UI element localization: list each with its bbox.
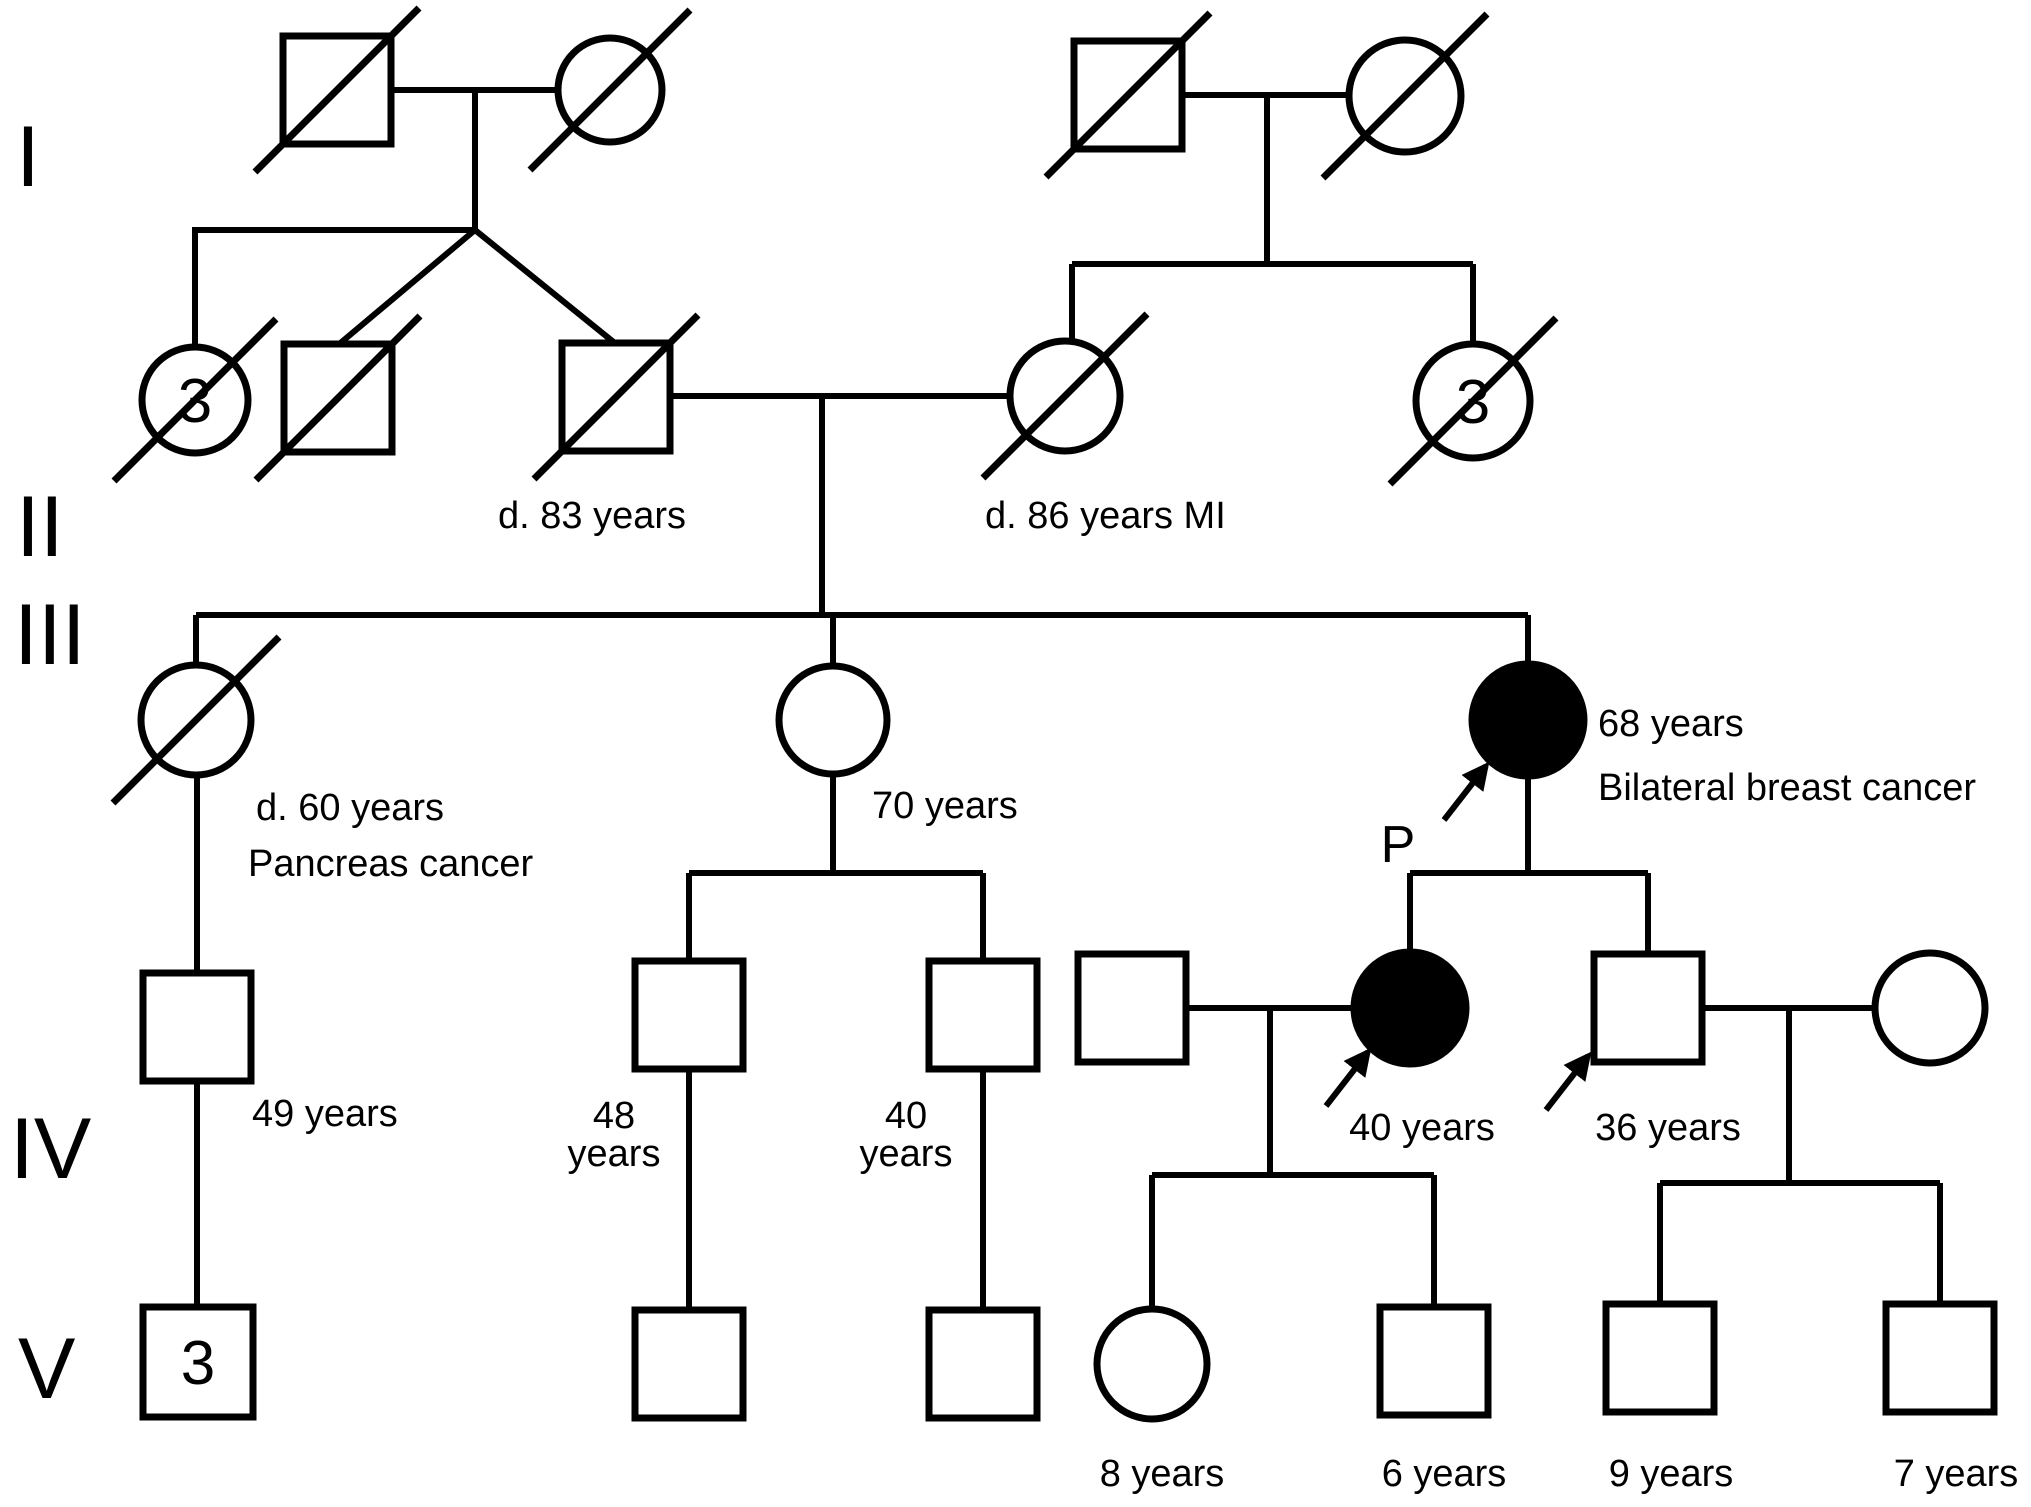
- individual-V-7: 7 years: [1882, 1300, 2019, 1495]
- proband-label: P: [1381, 816, 1416, 874]
- individual-II-3: d. 83 years: [498, 312, 701, 537]
- individual-IV-7: [1871, 949, 1989, 1067]
- individual-IV-6: 36 years: [1543, 950, 1741, 1149]
- age-annotation: 7 years: [1894, 1453, 2019, 1495]
- individual-V-2: [631, 1306, 747, 1422]
- age-annotation: 68 years: [1598, 703, 1744, 745]
- generation-label-V: V: [18, 1321, 75, 1417]
- male-symbol: [1602, 1300, 1718, 1416]
- male-symbol: [1590, 950, 1706, 1066]
- age-annotation: d. 83 years: [498, 495, 686, 537]
- individual-IV-2: 48 years: [568, 957, 747, 1175]
- age-annotation: d. 60 years: [256, 787, 444, 829]
- descent-diagonal-II2: [336, 227, 477, 348]
- individual-V-5: 6 years: [1376, 1303, 1507, 1495]
- deceased-slash: [1320, 11, 1490, 181]
- age-annotation: 70 years: [872, 785, 1018, 827]
- age-annotation-line2: years: [568, 1133, 661, 1175]
- female-symbol: [1093, 1305, 1211, 1423]
- individual-III-3: P 68 years Bilateral breast cancer: [1381, 660, 1976, 874]
- deceased-slash: [111, 316, 279, 484]
- individual-I-3: [1043, 10, 1213, 180]
- deceased-slash: [527, 7, 693, 173]
- male-symbol: [1882, 1300, 1998, 1416]
- male-symbol: [631, 1306, 747, 1422]
- female-symbol-affected: [1468, 660, 1588, 780]
- deceased-slash: [980, 311, 1150, 481]
- sibling-count: 3: [181, 1329, 215, 1398]
- male-symbol: [1074, 950, 1190, 1066]
- individual-IV-1: 49 years: [139, 969, 398, 1135]
- individual-V-6: 9 years: [1602, 1300, 1734, 1495]
- individual-V-1: 3: [139, 1303, 257, 1421]
- proband-arrow-icon: [1441, 761, 1490, 822]
- relationship-lines: [192, 87, 1943, 1310]
- age-annotation: 40 years: [1349, 1107, 1495, 1149]
- individual-II-4: d. 86 years MI: [980, 311, 1226, 537]
- age-annotation: 6 years: [1382, 1453, 1507, 1495]
- individual-V-3: [925, 1306, 1041, 1422]
- female-symbol: [775, 662, 891, 778]
- consultand-arrow-icon: [1323, 1047, 1372, 1108]
- age-annotation: d. 86 years MI: [985, 495, 1226, 537]
- individual-II-1: 3: [111, 316, 279, 484]
- individual-I-2: [527, 7, 693, 173]
- male-symbol: [139, 969, 255, 1085]
- individual-I-4: [1320, 11, 1490, 181]
- female-symbol-affected: [1350, 948, 1470, 1068]
- individual-V-4: 8 years: [1093, 1305, 1225, 1495]
- deceased-slash: [110, 634, 282, 806]
- diagnosis-annotation: Bilateral breast cancer: [1598, 767, 1976, 809]
- male-symbol: [631, 957, 747, 1073]
- individual-IV-4: [1074, 950, 1190, 1066]
- age-annotation: 8 years: [1100, 1453, 1225, 1495]
- sibship-line-left: [192, 227, 475, 347]
- age-annotation: 9 years: [1609, 1453, 1734, 1495]
- generation-label-III: III: [14, 587, 86, 683]
- individual-III-1: d. 60 years Pancreas cancer: [110, 634, 533, 885]
- individual-II-2: [253, 313, 423, 483]
- male-symbol: [1376, 1303, 1492, 1419]
- deceased-slash: [1043, 10, 1213, 180]
- age-annotation: 49 years: [252, 1093, 398, 1135]
- diagnosis-annotation: Pancreas cancer: [248, 843, 533, 885]
- deceased-slash: [252, 5, 422, 175]
- age-annotation: 36 years: [1595, 1107, 1741, 1149]
- consultand-arrow-icon: [1543, 1051, 1592, 1112]
- deceased-slash: [531, 312, 701, 482]
- generation-label-I: I: [16, 109, 40, 205]
- male-symbol: [139, 1303, 257, 1421]
- age-annotation-line1: 48: [593, 1095, 635, 1137]
- age-annotation-line1: 40: [885, 1095, 927, 1137]
- individual-IV-5: 40 years: [1323, 948, 1495, 1149]
- male-symbol: [925, 957, 1041, 1073]
- male-symbol: [925, 1306, 1041, 1422]
- descent-diagonal-II3: [473, 227, 618, 347]
- generation-label-IV: IV: [10, 1101, 91, 1197]
- deceased-slash: [253, 313, 423, 483]
- individual-IV-3: 40 years: [860, 957, 1041, 1175]
- individual-III-2: 70 years: [775, 662, 1018, 827]
- individual-I-1: [252, 5, 422, 175]
- female-symbol: [1871, 949, 1989, 1067]
- generation-label-II: II: [16, 479, 64, 575]
- deceased-slash: [1387, 315, 1559, 487]
- age-annotation-line2: years: [860, 1133, 953, 1175]
- individual-II-5: 3: [1387, 315, 1559, 487]
